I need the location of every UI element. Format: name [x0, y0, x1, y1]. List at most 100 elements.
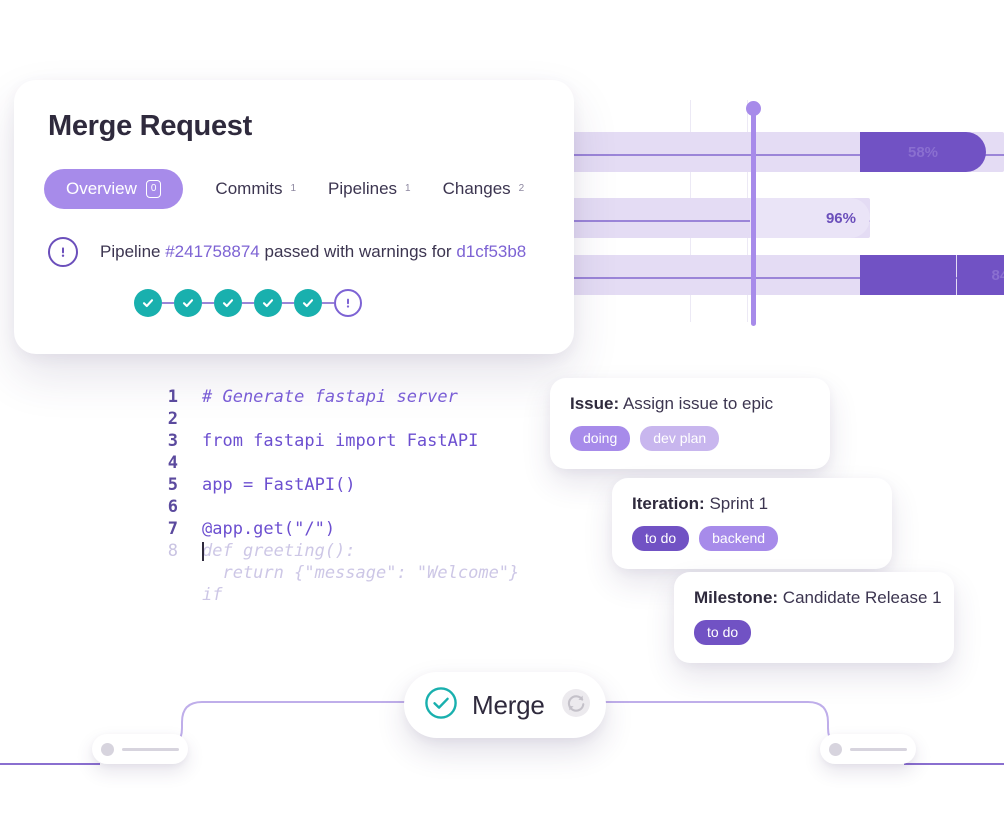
pipeline-stage-connector — [322, 302, 334, 304]
pipeline-stage-success-5[interactable] — [294, 289, 322, 317]
issue-card[interactable]: Issue: Assign issue to epic doing dev pl… — [550, 378, 830, 469]
merge-request-card: Merge Request Overview 0 Commits 1 Pipel… — [14, 80, 574, 354]
code-suggestion-text: if — [202, 585, 223, 605]
pipeline-node-left[interactable] — [92, 734, 188, 764]
node-placeholder-bar — [850, 747, 907, 751]
tab-commits[interactable]: Commits 1 — [215, 179, 296, 199]
connector-rail-left — [0, 763, 100, 765]
warning-circle-icon — [48, 237, 78, 267]
pipeline-stage-connector — [162, 302, 174, 304]
milestone-card-value: Candidate Release 1 — [782, 588, 942, 607]
code-line-text: @app.get("/") — [202, 519, 336, 539]
code-line: 7 @app.get("/") — [160, 518, 580, 540]
tab-label: Commits — [215, 179, 283, 198]
pipeline-stage-list — [134, 289, 540, 317]
tab-changes[interactable]: Changes 2 — [443, 179, 525, 199]
code-line-suggestion: return {"message": "Welcome"} — [160, 562, 580, 584]
code-line-text: # Generate fastapi server — [202, 387, 458, 407]
tab-label: Changes — [442, 179, 511, 198]
iteration-card-value: Sprint 1 — [709, 494, 769, 513]
chip-to-do[interactable]: to do — [632, 526, 690, 551]
pipeline-stage-connector — [282, 302, 294, 304]
line-number: 8 — [167, 541, 178, 561]
tab-overview[interactable]: Overview 0 — [44, 169, 184, 209]
tab-badge-count: 0 — [145, 180, 162, 198]
code-suggestion-text: def greeting(): — [202, 541, 356, 561]
pipeline-stage-success-2[interactable] — [174, 289, 202, 317]
merge-button-label: Merge — [472, 689, 545, 720]
chart-today-marker-handle[interactable] — [746, 101, 761, 116]
code-line-suggestion: if — [160, 584, 580, 606]
check-circle-icon — [424, 686, 458, 725]
status-prefix: Pipeline — [100, 242, 166, 261]
iteration-card-chips: to do backend — [632, 526, 872, 551]
iteration-card[interactable]: Iteration: Sprint 1 to do backend — [612, 478, 892, 569]
status-middle: passed with warnings for — [259, 242, 457, 261]
milestone-card-chips: to do — [694, 620, 934, 645]
chart-track-rule — [560, 154, 1004, 156]
node-placeholder-bar — [122, 747, 179, 751]
line-number: 6 — [167, 497, 178, 517]
code-suggestion-text: return {"message": "Welcome"} — [202, 563, 520, 583]
chip-backend[interactable]: backend — [699, 526, 779, 551]
code-line: 3 from fastapi import FastAPI — [160, 430, 580, 452]
line-number: 1 — [167, 387, 178, 407]
line-number — [160, 562, 202, 584]
code-line: 2 — [160, 408, 580, 430]
issue-card-chips: doing dev plan — [570, 426, 810, 451]
pipeline-stage-success-3[interactable] — [214, 289, 242, 317]
pipeline-status-row: Pipeline #241758874 passed with warnings… — [48, 237, 540, 267]
chip-doing[interactable]: doing — [570, 426, 631, 451]
code-editor[interactable]: 1 # Generate fastapi server 2 3 from fasta… — [160, 386, 580, 606]
commit-sha-link[interactable]: d1cf53b8 — [456, 242, 527, 261]
pipeline-stage-success-1[interactable] — [134, 289, 162, 317]
milestone-card-title: Milestone: Candidate Release 1 — [694, 588, 942, 608]
pipeline-stage-connector — [202, 302, 214, 304]
code-line: 1 # Generate fastapi server — [160, 386, 580, 408]
pipeline-stage-success-4[interactable] — [254, 289, 282, 317]
code-line-text: from fastapi import FastAPI — [202, 431, 479, 451]
milestone-card-label: Milestone: — [694, 588, 779, 607]
tab-label: Pipelines — [328, 179, 398, 198]
page-title: Merge Request — [48, 110, 252, 142]
pipeline-node-right[interactable] — [820, 734, 916, 764]
line-number: 2 — [167, 409, 178, 429]
chip-to-do[interactable]: to do — [694, 620, 752, 645]
code-line: 4 — [160, 452, 580, 474]
tab-label: Overview — [66, 179, 137, 198]
issue-card-title: Issue: Assign issue to epic — [570, 394, 810, 414]
chart-bar-row-3-segment-b[interactable]: 84% — [957, 255, 1004, 295]
chart-track-rule — [560, 220, 870, 222]
tab-pipelines[interactable]: Pipelines 1 — [328, 179, 411, 199]
merge-button[interactable]: Merge — [404, 672, 606, 738]
text-caret — [202, 542, 204, 561]
chart-today-marker-line[interactable] — [751, 108, 756, 326]
progress-gantt-chart: 58% 96% 84% — [560, 92, 1004, 342]
iteration-card-title: Iteration: Sprint 1 — [632, 494, 872, 514]
chart-track-rule — [560, 277, 1004, 279]
tab-bar: Overview 0 Commits 1 Pipelines 1 Changes… — [44, 169, 540, 209]
code-line: 6 — [160, 496, 580, 518]
node-avatar-icon — [101, 742, 114, 756]
chart-bar-row-1[interactable]: 58% — [860, 132, 986, 172]
refresh-icon[interactable] — [559, 686, 593, 725]
issue-card-value: Assign issue to epic — [622, 394, 774, 413]
issue-card-label: Issue: — [570, 394, 620, 413]
iteration-card-label: Iteration: — [632, 494, 705, 513]
pipeline-stage-warning-icon[interactable] — [334, 289, 362, 317]
node-avatar-icon — [829, 742, 842, 756]
code-line-text: app = FastAPI() — [202, 475, 356, 495]
line-number: 3 — [167, 431, 178, 451]
chip-dev-plan[interactable]: dev plan — [640, 426, 720, 451]
line-number — [160, 584, 202, 606]
pipeline-id-link[interactable]: #241758874 — [165, 242, 260, 261]
line-number: 7 — [167, 519, 178, 539]
pipeline-stage-connector — [242, 302, 254, 304]
milestone-card[interactable]: Milestone: Candidate Release 1 to do — [674, 572, 954, 663]
chart-bar-row-3-segment-a[interactable] — [860, 255, 956, 295]
pipeline-status-text: Pipeline #241758874 passed with warnings… — [100, 242, 526, 262]
tab-count: 2 — [518, 183, 525, 194]
connector-rail-right — [904, 763, 1004, 765]
line-number: 4 — [167, 453, 178, 473]
